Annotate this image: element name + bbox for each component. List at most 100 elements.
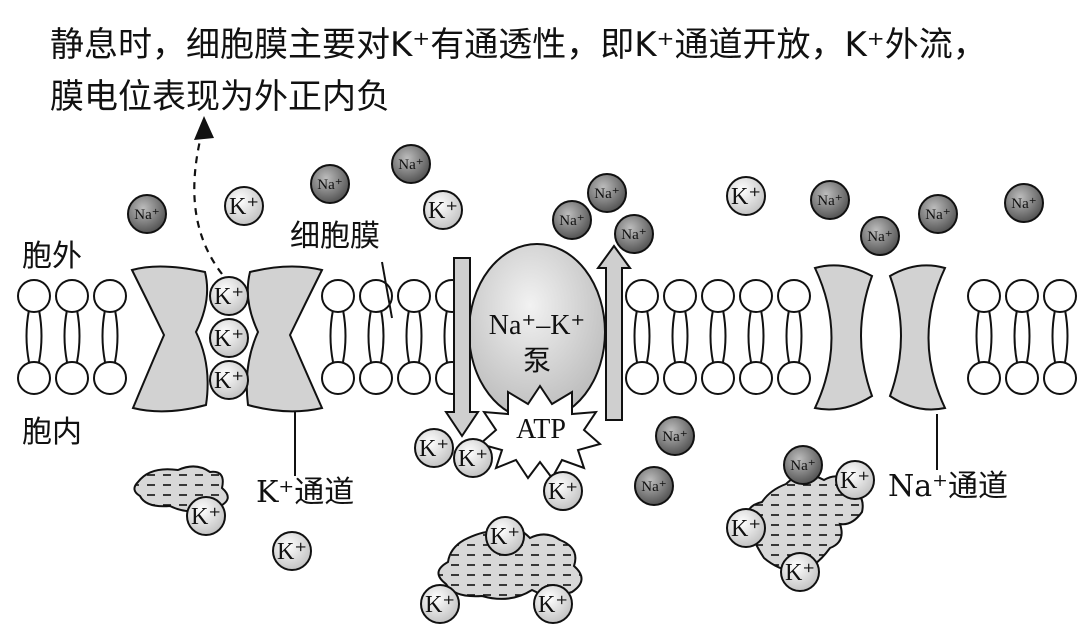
k-in-arrow xyxy=(444,257,480,438)
na-channel-left-subunit xyxy=(813,264,874,411)
phospholipid xyxy=(625,279,659,395)
sodium-ion: Na⁺ xyxy=(918,194,958,234)
sodium-ion: Na⁺ xyxy=(860,216,900,256)
potassium-ion: K⁺ xyxy=(272,531,312,571)
potassium-ion: K⁺ xyxy=(780,552,820,592)
svg-text:K⁺: K⁺ xyxy=(229,194,259,220)
na-channel-label: Na⁺通道 xyxy=(888,469,1008,504)
svg-text:K⁺: K⁺ xyxy=(840,468,870,494)
sodium-ion: Na⁺ xyxy=(634,466,674,506)
svg-text:K⁺: K⁺ xyxy=(428,198,458,224)
potassium-ion: K⁺ xyxy=(209,318,249,358)
phospholipid xyxy=(967,279,1001,395)
svg-text:Na⁺: Na⁺ xyxy=(925,207,950,223)
k-channel-left-subunit xyxy=(130,265,209,413)
potassium-ion: K⁺ xyxy=(420,584,460,624)
phospholipid xyxy=(739,279,773,395)
potassium-ion: K⁺ xyxy=(209,360,249,400)
na-out-arrow xyxy=(596,244,632,421)
potassium-ion: K⁺ xyxy=(835,460,875,500)
potassium-ion: K⁺ xyxy=(726,176,766,216)
svg-text:Na⁺: Na⁺ xyxy=(594,186,619,202)
intracellular-label: 胞内 xyxy=(22,415,82,450)
svg-text:K⁺: K⁺ xyxy=(548,479,578,505)
phospholipid xyxy=(1043,279,1077,395)
svg-text:Na⁺: Na⁺ xyxy=(559,213,584,229)
potassium-ion: K⁺ xyxy=(533,584,573,624)
sodium-ion: Na⁺ xyxy=(783,445,823,485)
phospholipid xyxy=(701,279,735,395)
potassium-ion: K⁺ xyxy=(224,186,264,226)
k-channel-label: K⁺通道 xyxy=(256,475,354,510)
sodium-ion: Na⁺ xyxy=(310,164,350,204)
sodium-ion: Na⁺ xyxy=(587,173,627,213)
svg-text:Na⁺: Na⁺ xyxy=(317,177,342,193)
potassium-ion: K⁺ xyxy=(453,438,493,478)
phospholipid xyxy=(17,279,51,395)
phospholipid xyxy=(359,279,393,395)
svg-text:K⁺: K⁺ xyxy=(277,539,307,565)
potassium-ion: K⁺ xyxy=(726,508,766,548)
svg-text:K⁺: K⁺ xyxy=(425,592,455,618)
svg-text:Na⁺: Na⁺ xyxy=(134,207,159,223)
membrane-label: 细胞膜 xyxy=(290,219,380,254)
svg-text:K⁺: K⁺ xyxy=(538,592,568,618)
svg-text:K⁺: K⁺ xyxy=(214,284,244,310)
svg-text:Na⁺: Na⁺ xyxy=(398,157,423,173)
k-channel xyxy=(130,265,324,413)
svg-text:K⁺: K⁺ xyxy=(731,516,761,542)
extracellular-label: 胞外 xyxy=(22,239,82,274)
phospholipid xyxy=(93,279,127,395)
svg-text:K⁺: K⁺ xyxy=(419,436,449,462)
lipid-bilayer xyxy=(17,279,1077,395)
phospholipid xyxy=(1005,279,1039,395)
membrane-pointer-line xyxy=(381,261,393,319)
phospholipid xyxy=(397,279,431,395)
svg-text:K⁺: K⁺ xyxy=(731,184,761,210)
svg-text:Na⁺: Na⁺ xyxy=(1011,196,1036,212)
svg-text:K⁺: K⁺ xyxy=(785,560,815,586)
potassium-ion: K⁺ xyxy=(209,276,249,316)
k-efflux-arrowhead xyxy=(194,116,214,140)
phospholipid xyxy=(321,279,355,395)
sodium-ion: Na⁺ xyxy=(614,214,654,254)
sodium-potassium-pump: Na⁺–K⁺ 泵 ATP xyxy=(468,243,606,480)
svg-text:Na⁺: Na⁺ xyxy=(790,458,815,474)
atp-burst xyxy=(477,384,603,480)
ions-layer: K⁺ K⁺ K⁺ K⁺ K⁺ K⁺ K⁺ K⁺ K⁺ K⁺ K⁺ K⁺ K⁺ K⁺ K⁺ K⁺ K⁺ Na⁺ Na⁺… xyxy=(127,144,1044,624)
phospholipid xyxy=(663,279,697,395)
sodium-ion: Na⁺ xyxy=(127,194,167,234)
atp-label: ATP xyxy=(516,414,566,445)
phospholipid xyxy=(777,279,811,395)
potassium-ion: K⁺ xyxy=(423,190,463,230)
potassium-ion: K⁺ xyxy=(414,428,454,468)
svg-text:Na⁺: Na⁺ xyxy=(817,193,842,209)
sodium-ion: Na⁺ xyxy=(655,416,695,456)
sodium-ion: Na⁺ xyxy=(391,144,431,184)
k-channel-right-subunit xyxy=(245,265,324,413)
svg-text:Na⁺: Na⁺ xyxy=(621,227,646,243)
k-efflux-dashed-arrow xyxy=(193,131,223,275)
svg-text:K⁺: K⁺ xyxy=(458,446,488,472)
svg-text:Na⁺: Na⁺ xyxy=(662,429,687,445)
sodium-ion: Na⁺ xyxy=(810,180,850,220)
svg-text:Na⁺: Na⁺ xyxy=(641,479,666,495)
pump-label-line-1: Na⁺–K⁺ xyxy=(489,310,585,341)
svg-text:K⁺: K⁺ xyxy=(490,524,520,550)
potassium-ion: K⁺ xyxy=(485,516,525,556)
na-channel xyxy=(813,264,947,411)
svg-text:K⁺: K⁺ xyxy=(214,326,244,352)
potassium-ion: K⁺ xyxy=(186,496,226,536)
phospholipid xyxy=(55,279,89,395)
na-channel-right-subunit xyxy=(888,264,947,411)
caption-line-1: 静息时，细胞膜主要对K⁺有通透性，即K⁺通道开放，K⁺外流， xyxy=(50,25,987,65)
svg-text:K⁺: K⁺ xyxy=(214,368,244,394)
sodium-ion: Na⁺ xyxy=(1004,183,1044,223)
sodium-ion: Na⁺ xyxy=(552,200,592,240)
pump-label-line-2: 泵 xyxy=(523,346,551,377)
caption-line-2: 膜电位表现为外正内负 xyxy=(50,77,390,117)
svg-text:K⁺: K⁺ xyxy=(191,504,221,530)
potassium-ion: K⁺ xyxy=(543,471,583,511)
svg-text:Na⁺: Na⁺ xyxy=(867,229,892,245)
